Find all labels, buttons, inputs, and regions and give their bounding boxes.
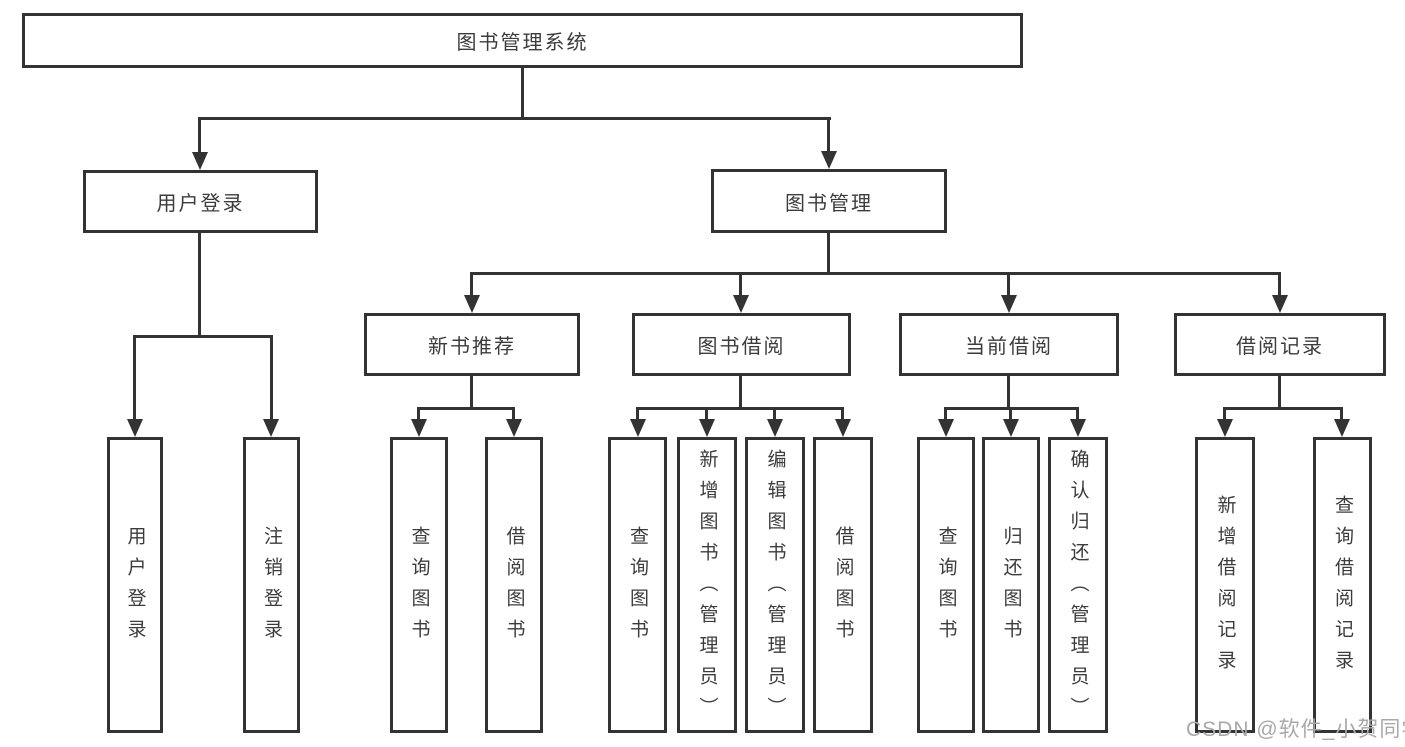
leaf-bb-borrow-books: 借阅图书: [813, 437, 873, 733]
edge-root-trunk: [521, 68, 524, 120]
arrowhead-current-borrow: [1001, 295, 1017, 313]
arrowhead-book-borrow: [733, 295, 749, 313]
arrowhead-new-book: [464, 295, 480, 313]
edge-drop-cb-leaf2: [1009, 407, 1012, 422]
arrowhead-borrow-record: [1272, 295, 1288, 313]
edge-drop-br-leaf2: [1340, 407, 1343, 422]
edge-new-book-rail: [417, 407, 515, 410]
leaf-br-add-record: 新增借阅记录: [1195, 437, 1255, 733]
leaf-logout: 注销登录: [243, 437, 300, 733]
leaf-bb-add-books-admin: 新增图书（管理员）: [677, 437, 737, 733]
arrowhead-nb-leaf1: [411, 419, 427, 437]
edge-drop-cb-leaf1: [944, 407, 947, 422]
edge-drop-book-borrow: [739, 272, 742, 298]
edge-drop-login-leaf1: [133, 335, 136, 421]
arrowhead-br-leaf1: [1217, 419, 1233, 437]
edge-drop-bb-leaf2: [705, 407, 708, 422]
node-borrow-record: 借阅记录: [1174, 313, 1386, 376]
leaf-nb-borrow-books: 借阅图书: [485, 437, 543, 733]
arrowhead-bb-leaf3: [767, 419, 783, 437]
edge-current-borrow-trunk: [1007, 376, 1010, 410]
arrowhead-login-leaf1: [127, 419, 143, 437]
leaf-bb-query-books: 查询图书: [608, 437, 667, 733]
edge-drop-new-book: [470, 272, 473, 298]
edge-level2-rail: [198, 117, 831, 120]
leaf-br-query-record: 查询借阅记录: [1313, 437, 1372, 733]
leaf-bb-edit-books-admin: 编辑图书（管理员）: [745, 437, 805, 733]
arrowhead-bb-leaf2: [699, 419, 715, 437]
arrowhead-bb-leaf4: [835, 419, 851, 437]
edge-drop-bb-leaf4: [841, 407, 844, 422]
leaf-user-login: 用户登录: [107, 437, 163, 733]
edge-drop-bb-leaf1: [636, 407, 639, 422]
leaf-cb-return-books: 归还图书: [982, 437, 1040, 733]
edge-drop-login-leaf2: [270, 335, 273, 421]
edge-drop-borrow-record: [1278, 272, 1281, 298]
edge-drop-nb-leaf2: [512, 407, 515, 422]
arrowhead-br-leaf2: [1334, 419, 1350, 437]
edge-drop-bb-leaf3: [773, 407, 776, 422]
edge-book-mgmt-trunk: [827, 233, 830, 275]
leaf-nb-query-books: 查询图书: [390, 437, 448, 733]
edge-drop-book-mgmt: [827, 117, 830, 155]
arrowhead-cb-leaf2: [1003, 419, 1019, 437]
edge-user-login-rail: [133, 335, 273, 338]
arrowhead-cb-leaf1: [938, 419, 954, 437]
node-book-borrow: 图书借阅: [632, 313, 851, 376]
edge-book-borrow-trunk: [739, 376, 742, 410]
edge-drop-cb-leaf3: [1076, 407, 1079, 422]
edge-level3-rail: [470, 272, 1281, 275]
node-current-borrow: 当前借阅: [899, 313, 1119, 376]
arrowhead-nb-leaf2: [506, 419, 522, 437]
arrowhead-book-mgmt: [821, 151, 837, 169]
edge-drop-nb-leaf1: [417, 407, 420, 422]
edge-drop-br-leaf1: [1223, 407, 1226, 422]
edge-drop-current-borrow: [1007, 272, 1010, 298]
node-new-book-rec: 新书推荐: [364, 313, 580, 376]
edge-drop-user-login: [198, 117, 201, 155]
arrowhead-user-login: [192, 152, 208, 170]
leaf-cb-query-books: 查询图书: [917, 437, 975, 733]
arrowhead-bb-leaf1: [630, 419, 646, 437]
edge-borrow-record-trunk: [1278, 376, 1281, 410]
edge-book-borrow-rail: [636, 407, 844, 410]
arrowhead-cb-leaf3: [1070, 419, 1086, 437]
edge-new-book-trunk: [470, 376, 473, 410]
arrowhead-login-leaf2: [263, 419, 279, 437]
node-root: 图书管理系统: [22, 13, 1023, 68]
leaf-cb-confirm-return-admin: 确认归还（管理员）: [1048, 437, 1108, 733]
csdn-watermark: CSDN @软件_小贺同学: [1186, 718, 1405, 741]
node-book-mgmt: 图书管理: [711, 169, 947, 233]
edge-user-login-trunk: [198, 233, 201, 338]
edge-borrow-record-rail: [1223, 407, 1343, 410]
node-user-login: 用户登录: [83, 170, 318, 233]
